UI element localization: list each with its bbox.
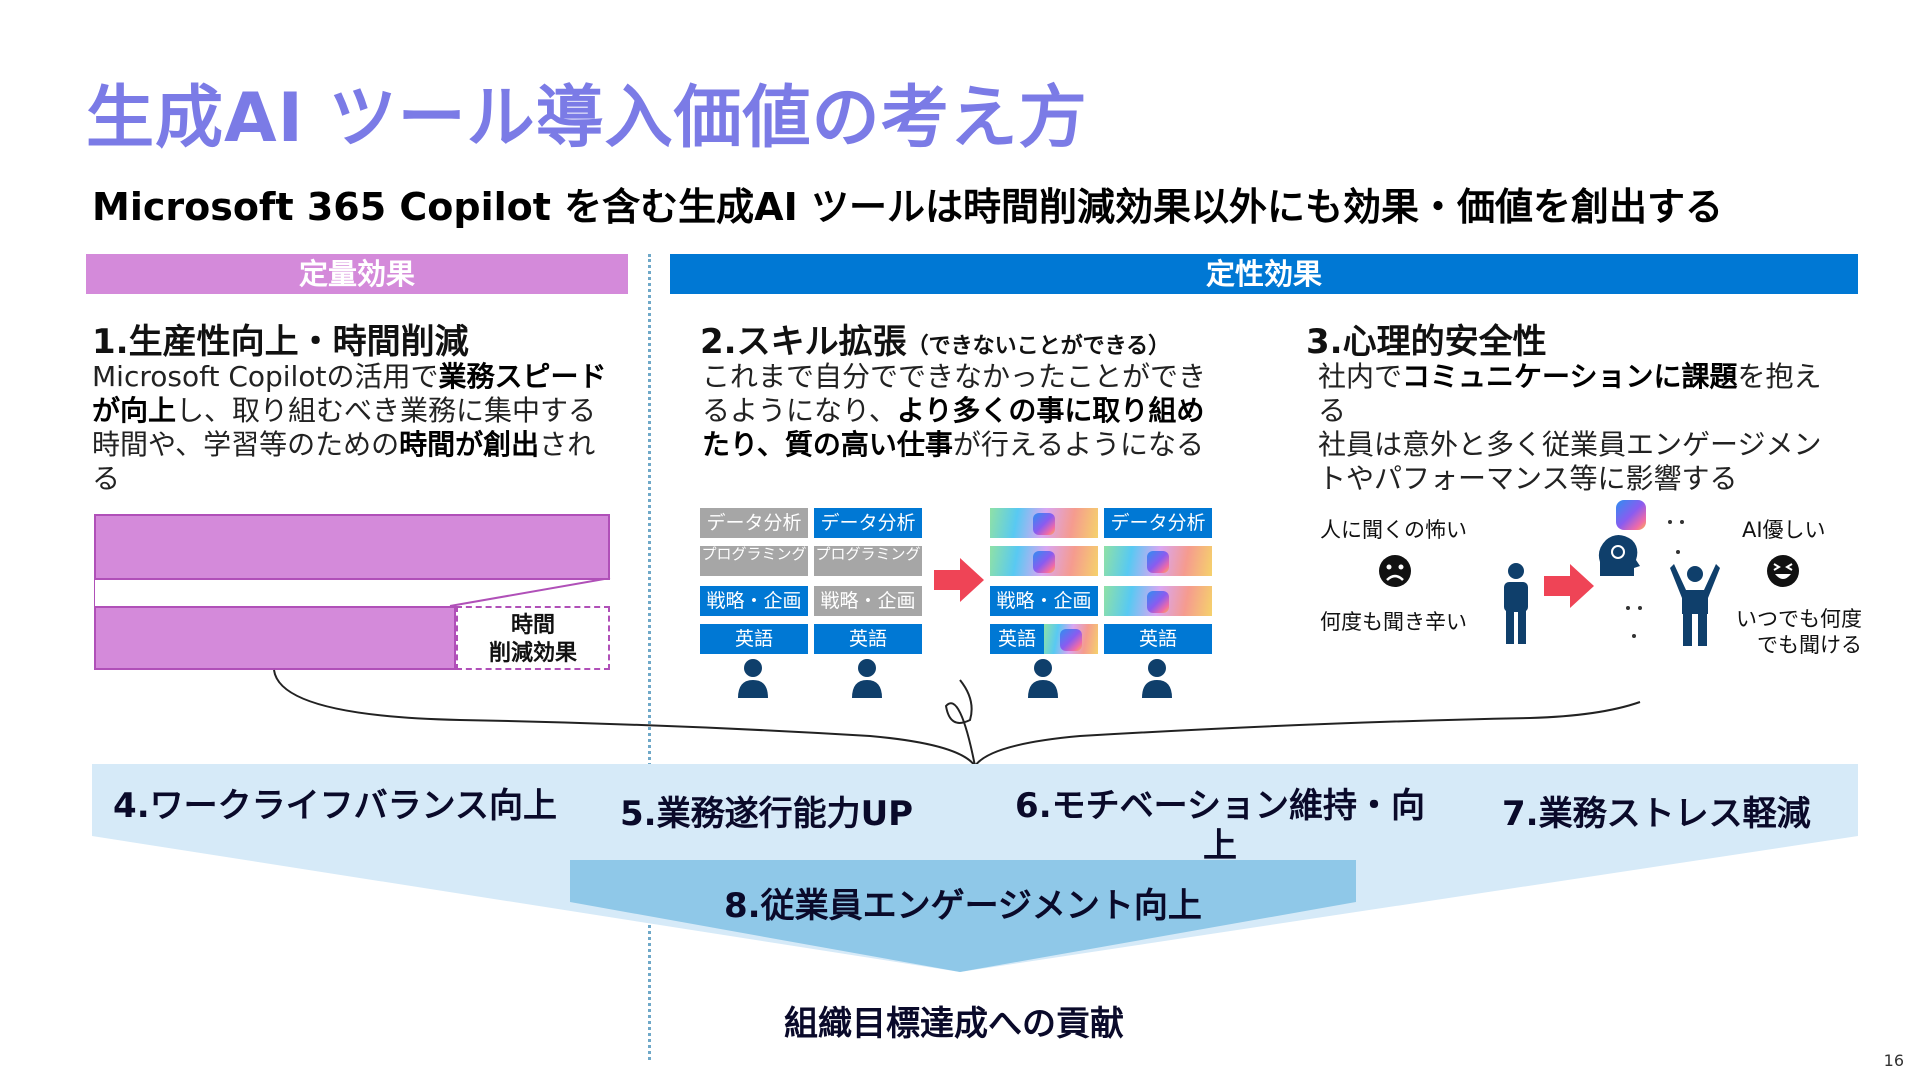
skill-english-before: 英語 (700, 624, 808, 654)
time-before-bar (94, 514, 610, 580)
page-title: 生成AI ツール導入価値の考え方 (86, 79, 1088, 158)
time-connector (94, 578, 611, 607)
section3-text: 社内でコミュニケーションに課題を抱える 社員は意外と多く従業員エンゲージメントや… (1318, 360, 1822, 495)
copilot-icon (1033, 550, 1055, 573)
skill-copilot-tile (990, 508, 1098, 538)
skill-data-analysis-before: データ分析 (814, 508, 922, 538)
skill-strategy-before: 戦略・企画 (814, 586, 922, 616)
skill-programming-before: プログラミング (700, 546, 808, 576)
section1-text: Microsoft Copilotの活用で業務スピードが向上し、取り組むべき業務… (92, 360, 607, 495)
copilot-icon (1147, 550, 1169, 573)
outcome-stress-reduction: 7.業務ストレス軽減 (1502, 794, 1811, 834)
skill-copilot-tile (990, 546, 1098, 576)
skill-data-analysis-after: データ分析 (1104, 508, 1212, 538)
person-icon (1028, 659, 1058, 698)
copilot-icon (1616, 500, 1646, 530)
person-icon (1142, 659, 1172, 698)
note-ai-kind: AI優しい (1742, 518, 1826, 542)
time-cut-label-1: 時間 (510, 613, 555, 638)
skill-english-after: 英語 (1104, 624, 1212, 654)
laughing-face-icon (1767, 555, 1799, 587)
person-icon (852, 659, 882, 698)
section-divider (648, 254, 651, 1060)
copilot-icon (1033, 512, 1055, 535)
section1-title: 1.生産性向上・時間削減 (92, 322, 469, 362)
skill-strategy-before: 戦略・企画 (700, 586, 808, 616)
standing-person-icon (1504, 563, 1528, 644)
time-cut-box: 時間 削減効果 (456, 606, 610, 670)
ai-head-icon (1598, 535, 1640, 576)
note-anytime: いつでも何度でも聞ける (1736, 607, 1862, 657)
sad-face-icon (1379, 555, 1411, 587)
time-after-bar (94, 606, 456, 670)
time-cut-label-2: 削減効果 (488, 641, 577, 666)
grouping-brace (273, 669, 1641, 768)
skill-copilot-tile (1104, 586, 1212, 616)
sparkle-dots (1626, 520, 1684, 638)
skill-data-analysis-before: データ分析 (700, 508, 808, 538)
quantitative-band: 定量効果 (86, 254, 628, 294)
page-number: 16 (1883, 1051, 1904, 1070)
arrow-right-icon (934, 558, 984, 602)
conclusion-text: 組織目標達成への貢献 (784, 1004, 1124, 1044)
skill-english-after: 英語 (990, 624, 1044, 654)
qualitative-band: 定性効果 (670, 254, 1858, 294)
skill-english-before: 英語 (814, 624, 922, 654)
copilot-icon (1147, 590, 1169, 613)
copilot-icon (1060, 628, 1082, 651)
skill-programming-before: プログラミング (814, 546, 922, 576)
note-hard: 何度も聞き辛い (1320, 610, 1467, 634)
skill-copilot-tile (1104, 546, 1212, 576)
person-icon (738, 659, 768, 698)
arrow-right-icon (1544, 564, 1594, 608)
page-subtitle: Microsoft 365 Copilot を含む生成AI ツールは時間削減効果… (92, 185, 1723, 229)
outcome-engagement: 8.従業員エンゲージメント向上 (724, 886, 1202, 926)
outcome-work-ability: 5.業務遂行能力UP (620, 794, 914, 834)
outcome-funnel (92, 764, 1858, 972)
outcome-motivation: 6.モチベーション維持・向上 (1015, 786, 1425, 866)
outcome-work-life-balance: 4.ワークライフバランス向上 (113, 786, 557, 826)
section2-text: これまで自分でできなかったことができるようになり、より多くの事に取り組めたり、質… (702, 360, 1207, 461)
note-fear: 人に聞くの怖い (1320, 518, 1467, 542)
cheering-person-icon (1670, 564, 1720, 646)
section2-title: 2.スキル拡張（できないことができる） (700, 322, 1171, 362)
section3-title: 3.心理的安全性 (1306, 322, 1547, 362)
skill-strategy-after: 戦略・企画 (990, 586, 1098, 616)
skill-copilot-tile (1044, 624, 1098, 654)
